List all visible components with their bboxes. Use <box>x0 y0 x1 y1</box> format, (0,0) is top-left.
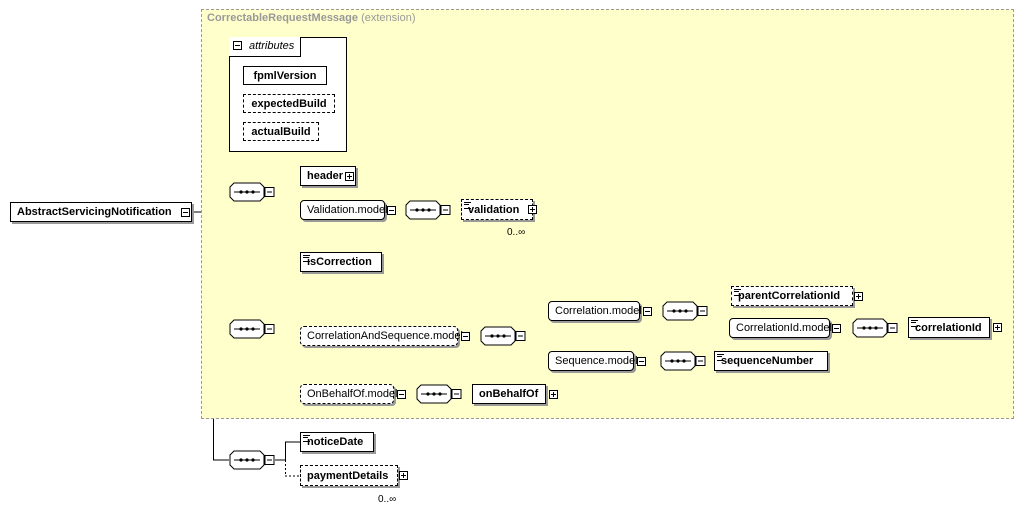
element-noticedate[interactable]: noticeDate <box>300 432 374 452</box>
extension-name: CorrectableRequestMessage <box>207 12 359 24</box>
collapse-icon[interactable] <box>643 307 652 316</box>
element-correlationid[interactable]: correlationId <box>908 317 1002 338</box>
attribute-actualbuild[interactable]: actualBuild <box>243 122 319 141</box>
attribute-expectedbuild[interactable]: expectedBuild <box>243 94 335 113</box>
attribute-fpmlversion[interactable]: fpmlVersion <box>243 66 327 85</box>
attributes-header[interactable]: attributes <box>229 37 301 57</box>
group-sequence-model[interactable]: Sequence.model <box>548 351 646 371</box>
element-validation[interactable]: validation <box>461 199 537 220</box>
collapse-icon[interactable] <box>397 390 406 399</box>
sequence-compositor-2[interactable] <box>229 319 275 339</box>
collapse-icon[interactable] <box>461 332 470 341</box>
group-correlationid-model[interactable]: CorrelationId.model <box>729 318 841 338</box>
element-parentcorrelationid[interactable]: parentCorrelationId <box>731 286 863 306</box>
sequence-compositor-3[interactable] <box>229 450 275 470</box>
expand-icon[interactable] <box>549 390 558 399</box>
collapse-icon[interactable] <box>181 208 190 217</box>
expand-icon[interactable] <box>528 205 537 214</box>
collapse-icon[interactable] <box>233 41 242 50</box>
group-correlationid-model-label: CorrelationId.model <box>736 322 832 334</box>
element-paymentdetails[interactable]: paymentDetails <box>300 465 408 486</box>
element-onbehalfof[interactable]: onBehalfOf <box>472 384 558 404</box>
element-sequencenumber-label: sequenceNumber <box>721 355 814 367</box>
group-validation-model-label: Validation.model <box>307 204 388 216</box>
collapse-icon[interactable] <box>832 324 841 333</box>
group-onbehalfof-model-label: OnBehalfOf.model <box>307 388 398 400</box>
sequence-compositor-validation[interactable] <box>405 200 451 220</box>
element-noticedate-label: noticeDate <box>307 436 364 448</box>
group-sequence-model-label: Sequence.model <box>555 355 638 367</box>
group-validation-model[interactable]: Validation.model <box>300 200 396 220</box>
group-correlation-and-sequence-model[interactable]: CorrelationAndSequence.model <box>300 326 470 346</box>
expand-icon[interactable] <box>345 172 354 181</box>
attributes-title: attributes <box>249 40 295 52</box>
group-correlation-model-label: Correlation.model <box>555 305 642 317</box>
expand-icon[interactable] <box>993 323 1002 332</box>
group-correlation-and-sequence-model-label: CorrelationAndSequence.model <box>307 330 463 342</box>
collapse-icon[interactable] <box>637 357 646 366</box>
extension-note: (extension) <box>361 12 416 24</box>
sequence-compositor-correlation[interactable] <box>662 301 708 321</box>
sequence-compositor-1[interactable] <box>229 182 275 202</box>
validation-multiplicity: 0..∞ <box>507 227 526 238</box>
element-validation-label: validation <box>468 203 520 216</box>
sequence-compositor-correlation-and-sequence[interactable] <box>480 326 526 346</box>
root-element[interactable]: AbstractServicingNotification <box>10 202 192 222</box>
element-paymentdetails-label: paymentDetails <box>307 469 389 482</box>
sequence-compositor-correlation-id[interactable] <box>852 318 898 338</box>
root-label: AbstractServicingNotification <box>17 206 172 218</box>
element-onbehalfof-label: onBehalfOf <box>479 388 539 400</box>
element-header[interactable]: header <box>300 166 356 186</box>
collapse-icon[interactable] <box>387 206 396 215</box>
extension-title: CorrectableRequestMessage (extension) <box>207 12 416 24</box>
group-correlation-model[interactable]: Correlation.model <box>548 301 652 321</box>
group-onbehalfof-model[interactable]: OnBehalfOf.model <box>300 384 406 404</box>
element-sequencenumber[interactable]: sequenceNumber <box>714 351 828 371</box>
element-header-label: header <box>307 170 344 182</box>
expand-icon[interactable] <box>854 292 863 301</box>
element-parentcorrelationid-label: parentCorrelationId <box>738 290 841 302</box>
element-correlationid-label: correlationId <box>915 321 982 334</box>
sequence-compositor-sequence[interactable] <box>660 351 706 371</box>
paymentdetails-multiplicity: 0..∞ <box>378 494 397 505</box>
expand-icon[interactable] <box>399 471 408 480</box>
element-iscorrection-label: isCorrection <box>307 256 372 268</box>
element-iscorrection[interactable]: isCorrection <box>300 252 382 272</box>
sequence-compositor-on-behalf-of[interactable] <box>416 384 462 404</box>
